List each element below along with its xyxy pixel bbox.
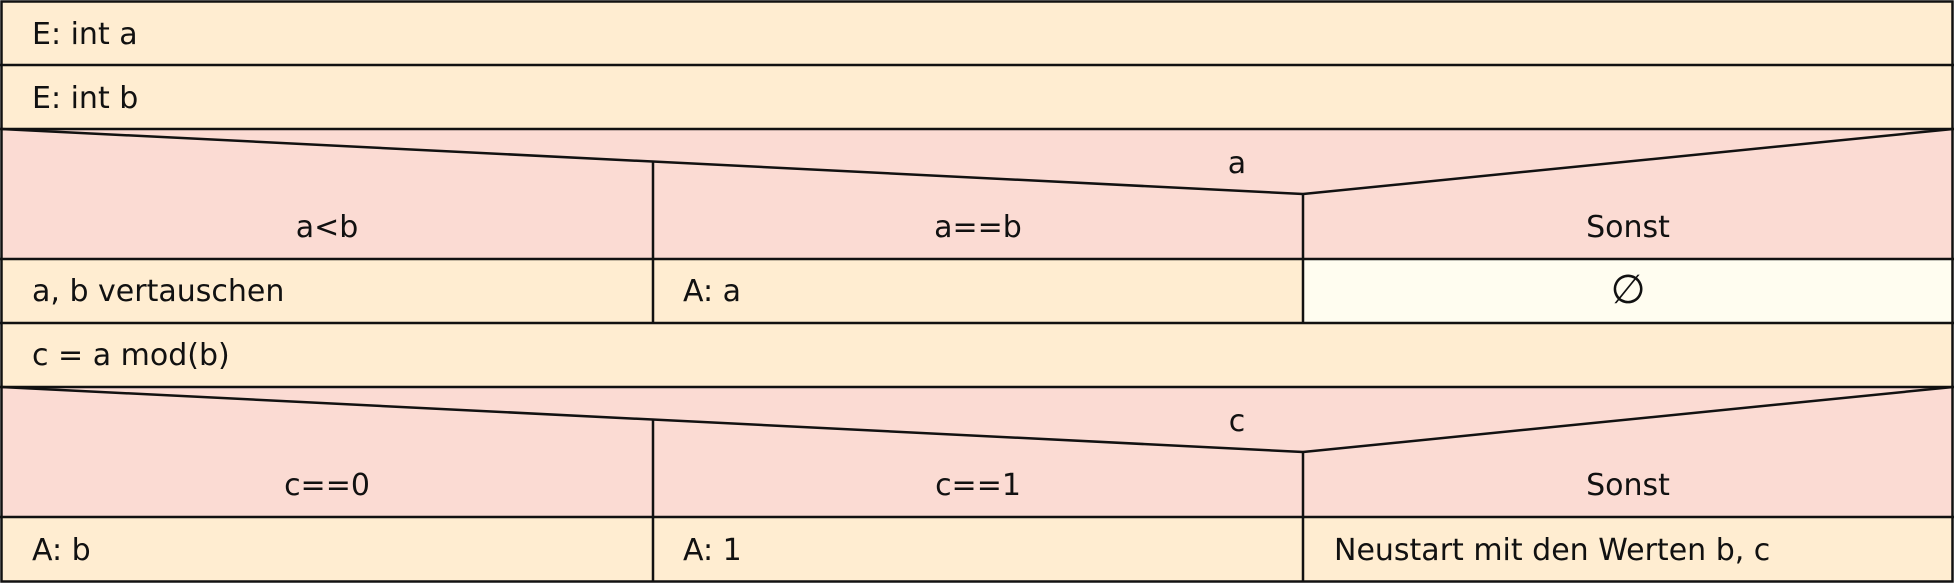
- case-c-action-1-bg: [1, 517, 653, 582]
- case-a-condition: a==b: [934, 210, 1022, 245]
- statement-input-b: E: int b: [32, 81, 138, 116]
- case-c-condition: c==1: [935, 468, 1021, 503]
- statement-input-a-bg: [1, 1, 1953, 65]
- case-a-selector: a: [1228, 146, 1246, 181]
- case-c-action-2-bg: [653, 517, 1303, 582]
- case-a-action: A: a: [683, 274, 741, 309]
- case-a-condition: a<b: [296, 210, 359, 245]
- statement-compute-c: c = a mod(b): [32, 338, 230, 373]
- case-c-action: A: b: [32, 533, 91, 568]
- case-a-condition: Sonst: [1586, 210, 1670, 245]
- case-a-action-3-bg: [1303, 259, 1953, 323]
- case-c-condition: c==0: [284, 468, 370, 503]
- case-c-action: Neustart mit den Werten b, c: [1334, 533, 1770, 568]
- case-c-action-3-bg: [1303, 517, 1953, 582]
- case-a-header-bg: [1, 129, 1953, 259]
- case-c-diagonal-right: [1302, 385, 1954, 454]
- case-c-diagonal-left: [0, 385, 1304, 454]
- statement-compute-c-bg: [1, 323, 1953, 387]
- case-a-action-2-bg: [653, 259, 1303, 323]
- case-a-action: a, b vertauschen: [32, 274, 284, 309]
- case-c-action: A: 1: [683, 533, 742, 568]
- case-a-diagonal-right: [1302, 127, 1954, 196]
- statement-input-b-bg: [1, 65, 1953, 129]
- case-c-condition: Sonst: [1586, 468, 1670, 503]
- empty-set-icon: ∅: [1611, 267, 1646, 313]
- case-a-diagonal-left: [0, 127, 1304, 196]
- case-c-header-bg: [1, 387, 1953, 517]
- case-a-action-1-bg: [1, 259, 653, 323]
- statement-input-a: E: int a: [32, 17, 138, 52]
- case-c-selector: c: [1229, 404, 1246, 439]
